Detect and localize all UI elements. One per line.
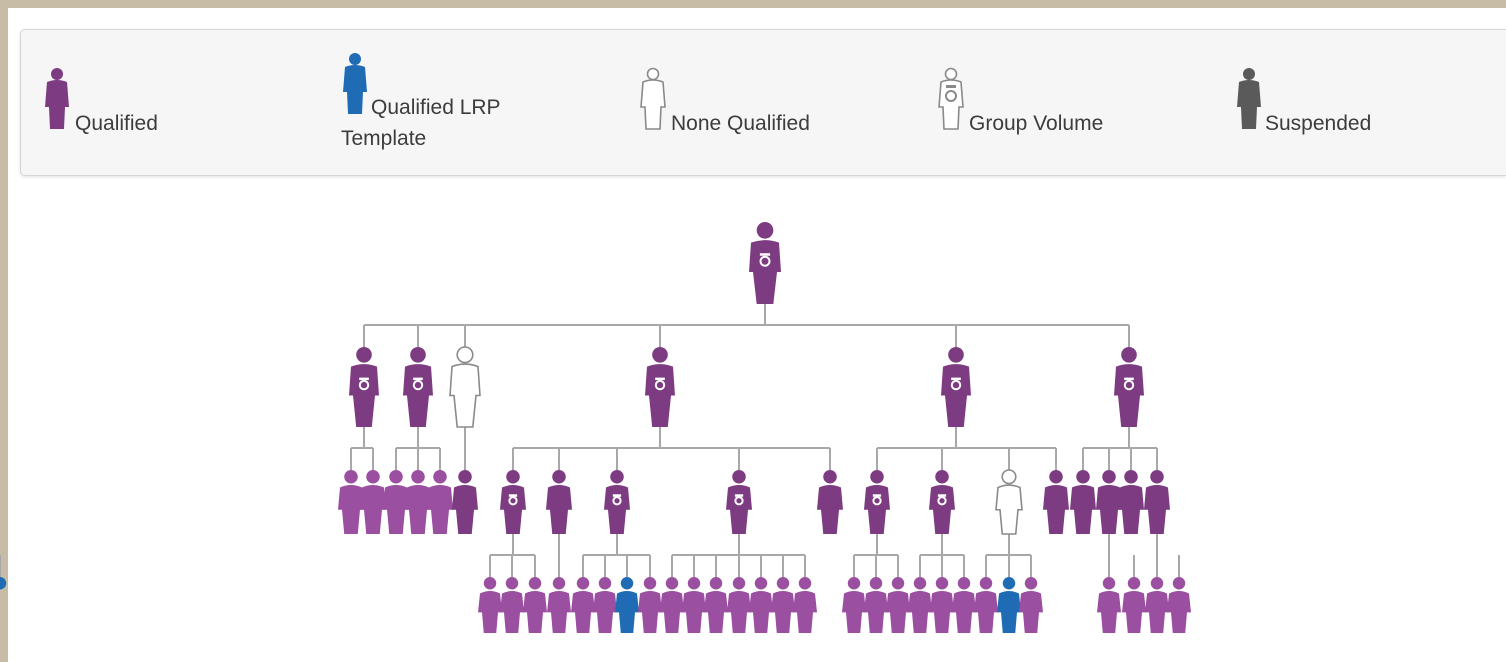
tree-node-qualified-icon[interactable] [1096, 470, 1122, 534]
tree-node-qualified_light-icon[interactable] [405, 470, 431, 534]
tree-node-qualified_light-icon[interactable] [1097, 577, 1121, 633]
tree-node-qualified_light-icon[interactable] [952, 577, 976, 633]
person-outline-icon [640, 67, 666, 130]
tree-node-qualified_light-icon[interactable] [930, 577, 954, 633]
person-group-volume-icon [938, 67, 964, 130]
tree-node-none-icon[interactable] [995, 469, 1023, 535]
tree-node-qualified_light-icon[interactable] [338, 470, 364, 534]
tree-node-qualified_light-icon[interactable] [704, 577, 728, 633]
tree-node-qualified-icon[interactable] [500, 470, 526, 534]
tree-node-lrp-icon[interactable] [997, 577, 1021, 633]
tree-node-qualified_light-icon[interactable] [523, 577, 547, 633]
person-suspended-icon [1237, 68, 1261, 129]
legend-label-lrp-line2: Template [341, 127, 427, 150]
tree-node-qualified-icon[interactable] [349, 347, 379, 427]
tree-node-qualified_light-icon[interactable] [1167, 577, 1191, 633]
tree-node-qualified-icon[interactable] [645, 347, 675, 427]
tree-node-qualified_light-icon[interactable] [886, 577, 910, 633]
legend-label-qualified: Qualified [75, 112, 158, 135]
tree-node-lrp-icon[interactable] [0, 577, 7, 590]
tree-node-qualified-icon[interactable] [1043, 470, 1069, 534]
tree-node-qualified_light-icon[interactable] [427, 470, 453, 534]
tree-node-qualified_light-icon[interactable] [842, 577, 866, 633]
tree-node-qualified_light-icon[interactable] [749, 577, 773, 633]
person-lrp-icon [343, 53, 367, 114]
tree-node-qualified-icon[interactable] [452, 470, 478, 534]
tree-node-qualified-icon[interactable] [817, 470, 843, 534]
tree-node-qualified_light-icon[interactable] [593, 577, 617, 633]
tree-node-lrp-icon[interactable] [615, 577, 639, 633]
tree-node-qualified_light-icon[interactable] [1019, 577, 1043, 633]
tree-node-qualified_light-icon[interactable] [638, 577, 662, 633]
tree-node-qualified-icon[interactable] [1114, 347, 1144, 427]
tree-node-qualified_light-icon[interactable] [660, 577, 684, 633]
tree-node-qualified-icon[interactable] [941, 347, 971, 427]
tree-node-qualified-icon[interactable] [604, 470, 630, 534]
tree-node-qualified_light-icon[interactable] [864, 577, 888, 633]
tree-node-qualified-icon[interactable] [546, 470, 572, 534]
tree-node-qualified-icon[interactable] [403, 347, 433, 427]
legend-label-suspended: Suspended [1265, 112, 1372, 135]
tree-node-qualified_light-icon[interactable] [771, 577, 795, 633]
legend-label-lrp-line1: Qualified LRP [371, 96, 501, 119]
tree-node-qualified_light-icon[interactable] [547, 577, 571, 633]
legend-panel: Qualified Qualified LRP Template None Qu… [20, 29, 1506, 176]
tree-node-qualified_light-icon[interactable] [500, 577, 524, 633]
tree-node-qualified_light-icon[interactable] [1122, 577, 1146, 633]
tree-node-qualified_light-icon[interactable] [908, 577, 932, 633]
tree-node-qualified-icon[interactable] [929, 470, 955, 534]
tree-node-qualified_light-icon[interactable] [727, 577, 751, 633]
tree-node-qualified_light-icon[interactable] [360, 470, 386, 534]
tree-node-qualified-icon[interactable] [1144, 470, 1170, 534]
tree-node-qualified_light-icon[interactable] [478, 577, 502, 633]
tree-node-qualified_light-icon[interactable] [682, 577, 706, 633]
person-qualified-icon [45, 68, 69, 129]
tree-node-qualified_light-icon[interactable] [383, 470, 409, 534]
tree-node-qualified_light-icon[interactable] [571, 577, 595, 633]
tree-node-qualified_light-icon[interactable] [1145, 577, 1169, 633]
tree-node-none-icon[interactable] [449, 346, 481, 428]
tree-node-qualified-icon[interactable] [749, 222, 781, 304]
legend-label-group-volume: Group Volume [969, 112, 1104, 135]
tree-node-qualified-icon[interactable] [864, 470, 890, 534]
tree-node-qualified-icon[interactable] [1118, 470, 1144, 534]
tree-node-qualified_light-icon[interactable] [793, 577, 817, 633]
tree-node-qualified_light-icon[interactable] [974, 577, 998, 633]
tree-node-qualified-icon[interactable] [1070, 470, 1096, 534]
tree-node-qualified-icon[interactable] [726, 470, 752, 534]
legend-label-none-qualified: None Qualified [671, 112, 810, 135]
